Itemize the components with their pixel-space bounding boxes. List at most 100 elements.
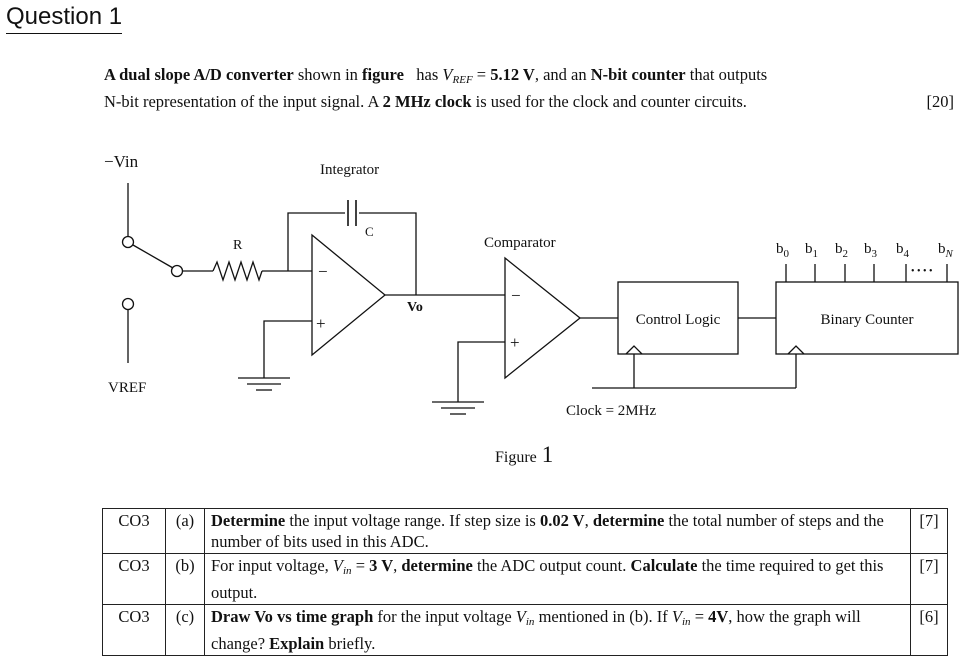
text: V xyxy=(515,607,526,626)
text: 0.02 V xyxy=(539,511,585,530)
text: = xyxy=(472,65,491,84)
question-marks: [7] xyxy=(910,553,948,605)
question-row-c: CO3 (c) Draw Vo vs time graph for the in… xyxy=(102,604,948,656)
text: shown in xyxy=(293,65,363,84)
text: = xyxy=(690,607,709,626)
text: is used for the clock and counter circui… xyxy=(471,92,747,111)
comparator-ground-wire xyxy=(457,341,505,402)
text: the ADC output count. xyxy=(472,556,631,575)
text: 3 V xyxy=(369,556,394,575)
text: , xyxy=(584,511,593,530)
adc-circuit-diagram: −Vin VREF R C Integrator − + Vo Comparat… xyxy=(104,152,959,467)
text: Draw Vo vs time graph xyxy=(211,607,374,626)
question-part: (c) xyxy=(165,604,205,656)
integrator-minus: − xyxy=(318,262,328,281)
control-clock-marker xyxy=(625,345,643,355)
text: determine xyxy=(401,556,473,575)
bit-label-4: b4 xyxy=(896,241,910,260)
text: For input voltage, xyxy=(211,556,333,575)
text: Explain xyxy=(269,634,325,653)
counter-clock-marker xyxy=(787,345,805,355)
switch-arm xyxy=(132,244,174,269)
question-marks: [7] xyxy=(910,508,948,554)
course-outcome: CO3 xyxy=(102,604,166,656)
resistor xyxy=(212,259,263,283)
switch-contact-vin xyxy=(121,235,135,249)
integrator-plus: + xyxy=(316,314,326,333)
total-marks: [20] xyxy=(926,92,955,111)
statement-line-2: N-bit representation of the input signal… xyxy=(104,91,964,113)
bit-label-0: b0 xyxy=(776,241,790,260)
bit-dots: • • • • xyxy=(911,266,933,277)
text: in xyxy=(525,616,535,628)
text: V xyxy=(671,607,682,626)
control-logic-label: Control Logic xyxy=(636,312,721,328)
feedback-wire-left xyxy=(287,212,345,271)
question-part: (a) xyxy=(165,508,205,554)
figure-caption-word: Figure xyxy=(495,449,537,466)
text: N-bit representation of the input signal… xyxy=(104,92,383,111)
vin-label: −Vin xyxy=(104,152,139,171)
questions-table: CO3 (a) Determine the input voltage rang… xyxy=(102,508,948,656)
vo-label: Vo xyxy=(407,300,423,315)
question-text: For input voltage, Vin = 3 V, determine … xyxy=(204,553,911,605)
text: that outputs xyxy=(685,65,768,84)
text: has xyxy=(403,65,443,84)
binary-counter-block xyxy=(775,281,959,355)
vref-label: VREF xyxy=(108,380,146,396)
text: determine xyxy=(592,511,665,530)
text: Calculate xyxy=(630,556,698,575)
text: in xyxy=(682,616,691,628)
clock-frequency: 2 MHz clock xyxy=(382,92,472,111)
text: the total number of steps and the number… xyxy=(211,511,884,551)
resistor-label: R xyxy=(233,238,243,253)
comparator-label: Comparator xyxy=(484,235,556,251)
text: 4V xyxy=(708,607,729,626)
integrator-ground-wire xyxy=(263,320,312,378)
integrator-label: Integrator xyxy=(320,162,379,178)
text: the time required to get this output. xyxy=(211,556,884,602)
figure-caption-number: 1 xyxy=(542,442,554,467)
question-row-a: CO3 (a) Determine the input voltage rang… xyxy=(102,508,948,554)
switch-pivot xyxy=(170,264,184,278)
vref-symbol: V xyxy=(442,65,453,84)
text: , xyxy=(393,556,402,575)
course-outcome: CO3 xyxy=(102,508,166,554)
text: mentioned in (b). If xyxy=(534,607,672,626)
capacitor-label: C xyxy=(365,224,374,239)
question-marks: [6] xyxy=(910,604,948,656)
comparator-minus: − xyxy=(511,286,521,305)
bit-outputs: b0 b1 b2 b3 b4 bN xyxy=(776,241,954,260)
adc-type: A dual slope A/D converter xyxy=(104,65,294,84)
vref-value: 5.12 V xyxy=(490,65,535,84)
text: Determine xyxy=(211,511,286,530)
question-row-b: CO3 (b) For input voltage, Vin = 3 V, de… xyxy=(102,553,948,605)
feedback-wire-right xyxy=(359,212,417,295)
question-heading: Question 1 xyxy=(6,2,123,34)
problem-statement: A dual slope A/D converter shown in figu… xyxy=(104,64,964,113)
question-part: (b) xyxy=(165,553,205,605)
text: , and an xyxy=(534,65,591,84)
text: for the input voltage xyxy=(373,607,516,626)
text: V xyxy=(332,556,343,575)
text: = xyxy=(351,556,370,575)
binary-counter-label: Binary Counter xyxy=(821,312,914,328)
question-text: Draw Vo vs time graph for the input volt… xyxy=(204,604,911,656)
clock-label: Clock = 2MHz xyxy=(566,403,656,419)
text: briefly. xyxy=(324,634,376,653)
bit-label-3: b3 xyxy=(864,241,878,260)
vref-subscript: REF xyxy=(452,74,473,86)
integrator-opamp xyxy=(311,233,387,357)
text: in xyxy=(343,565,352,577)
bit-label-2: b2 xyxy=(835,241,848,260)
figure-caption: Figure 1 xyxy=(495,442,553,467)
bit-label-5: bN xyxy=(938,241,954,260)
statement-line-1: A dual slope A/D converter shown in figu… xyxy=(104,64,964,91)
counter-type: N-bit counter xyxy=(590,65,686,84)
text: the input voltage range. If step size is xyxy=(285,511,540,530)
comparator xyxy=(504,256,582,380)
figure-ref: figure xyxy=(362,65,404,84)
question-text: Determine the input voltage range. If st… xyxy=(204,508,911,554)
bit-label-1: b1 xyxy=(805,241,818,260)
course-outcome: CO3 xyxy=(102,553,166,605)
